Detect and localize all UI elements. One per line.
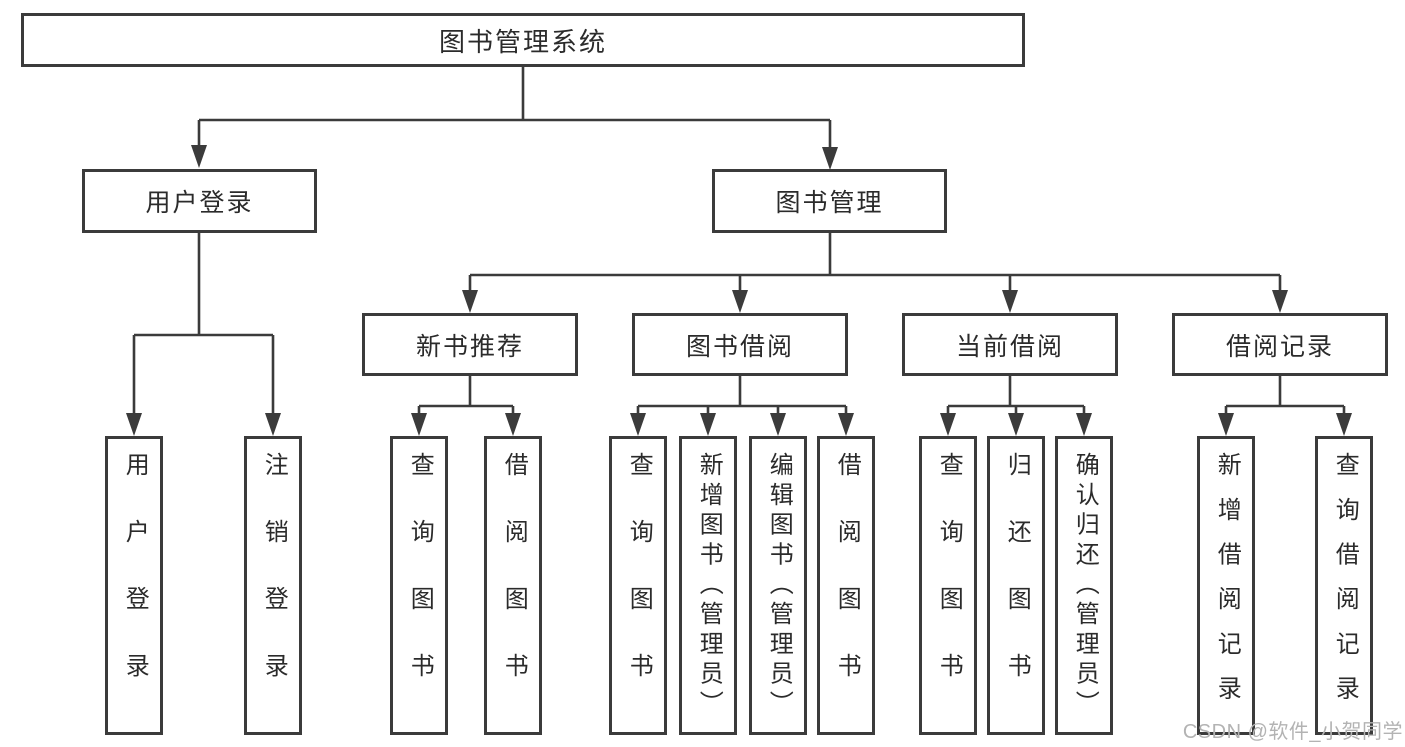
leaf-query-books-borrowing-label: 查询图书 xyxy=(625,451,653,720)
leaf-query-borrow-record: 查询借阅记录 xyxy=(1315,436,1373,735)
node-new-book-recommend: 新书推荐 xyxy=(362,313,578,376)
leaf-query-books-current: 查询图书 xyxy=(919,436,977,735)
leaf-query-borrow-record-label: 查询借阅记录 xyxy=(1331,451,1359,720)
leaf-add-book-admin: 新增图书（管理员） xyxy=(679,436,737,735)
leaf-borrow-books-borrowing-label: 借阅图书 xyxy=(833,451,861,720)
node-user-login: 用户登录 xyxy=(82,169,317,233)
node-book-management: 图书管理 xyxy=(712,169,947,233)
leaf-add-borrow-record: 新增借阅记录 xyxy=(1197,436,1255,735)
leaf-query-books-current-label: 查询图书 xyxy=(935,451,963,720)
node-root-label: 图书管理系统 xyxy=(438,26,607,57)
leaf-edit-book-admin-label: 编辑图书（管理员） xyxy=(765,451,793,720)
leaf-return-books: 归还图书 xyxy=(987,436,1045,735)
watermark: CSDN @软件_小贺同学 xyxy=(1182,721,1403,743)
node-current-borrowing: 当前借阅 xyxy=(902,313,1118,376)
node-new-book-recommend-label: 新书推荐 xyxy=(415,332,524,361)
connector-lines xyxy=(132,67,1346,418)
leaf-borrow-books-recommend: 借阅图书 xyxy=(484,436,542,735)
leaf-confirm-return-admin: 确认归还（管理员） xyxy=(1055,436,1113,735)
leaf-user-login-label: 用户登录 xyxy=(121,451,149,720)
leaf-add-book-admin-label: 新增图书（管理员） xyxy=(695,451,723,720)
node-book-management-label: 图书管理 xyxy=(775,189,884,217)
leaf-logout-label: 注销登录 xyxy=(260,451,288,720)
node-root: 图书管理系统 xyxy=(21,13,1025,67)
leaf-borrow-books-borrowing: 借阅图书 xyxy=(817,436,875,735)
node-borrowing-records-label: 借阅记录 xyxy=(1225,332,1334,361)
leaf-query-books-borrowing: 查询图书 xyxy=(609,436,667,735)
leaf-query-books-recommend: 查询图书 xyxy=(390,436,448,735)
leaf-edit-book-admin: 编辑图书（管理员） xyxy=(749,436,807,735)
leaf-confirm-return-admin-label: 确认归还（管理员） xyxy=(1071,451,1099,720)
leaf-query-books-recommend-label: 查询图书 xyxy=(406,451,434,720)
leaf-add-borrow-record-label: 新增借阅记录 xyxy=(1213,451,1241,720)
node-user-login-label: 用户登录 xyxy=(145,189,254,217)
node-book-borrowing: 图书借阅 xyxy=(632,313,848,376)
leaf-user-login: 用户登录 xyxy=(105,436,163,735)
leaf-borrow-books-recommend-label: 借阅图书 xyxy=(500,451,528,720)
node-current-borrowing-label: 当前借阅 xyxy=(955,332,1064,361)
leaf-return-books-label: 归还图书 xyxy=(1003,451,1031,720)
leaf-logout: 注销登录 xyxy=(244,436,302,735)
node-book-borrowing-label: 图书借阅 xyxy=(685,332,794,361)
arrowheads xyxy=(126,145,1352,436)
node-borrowing-records: 借阅记录 xyxy=(1172,313,1388,376)
